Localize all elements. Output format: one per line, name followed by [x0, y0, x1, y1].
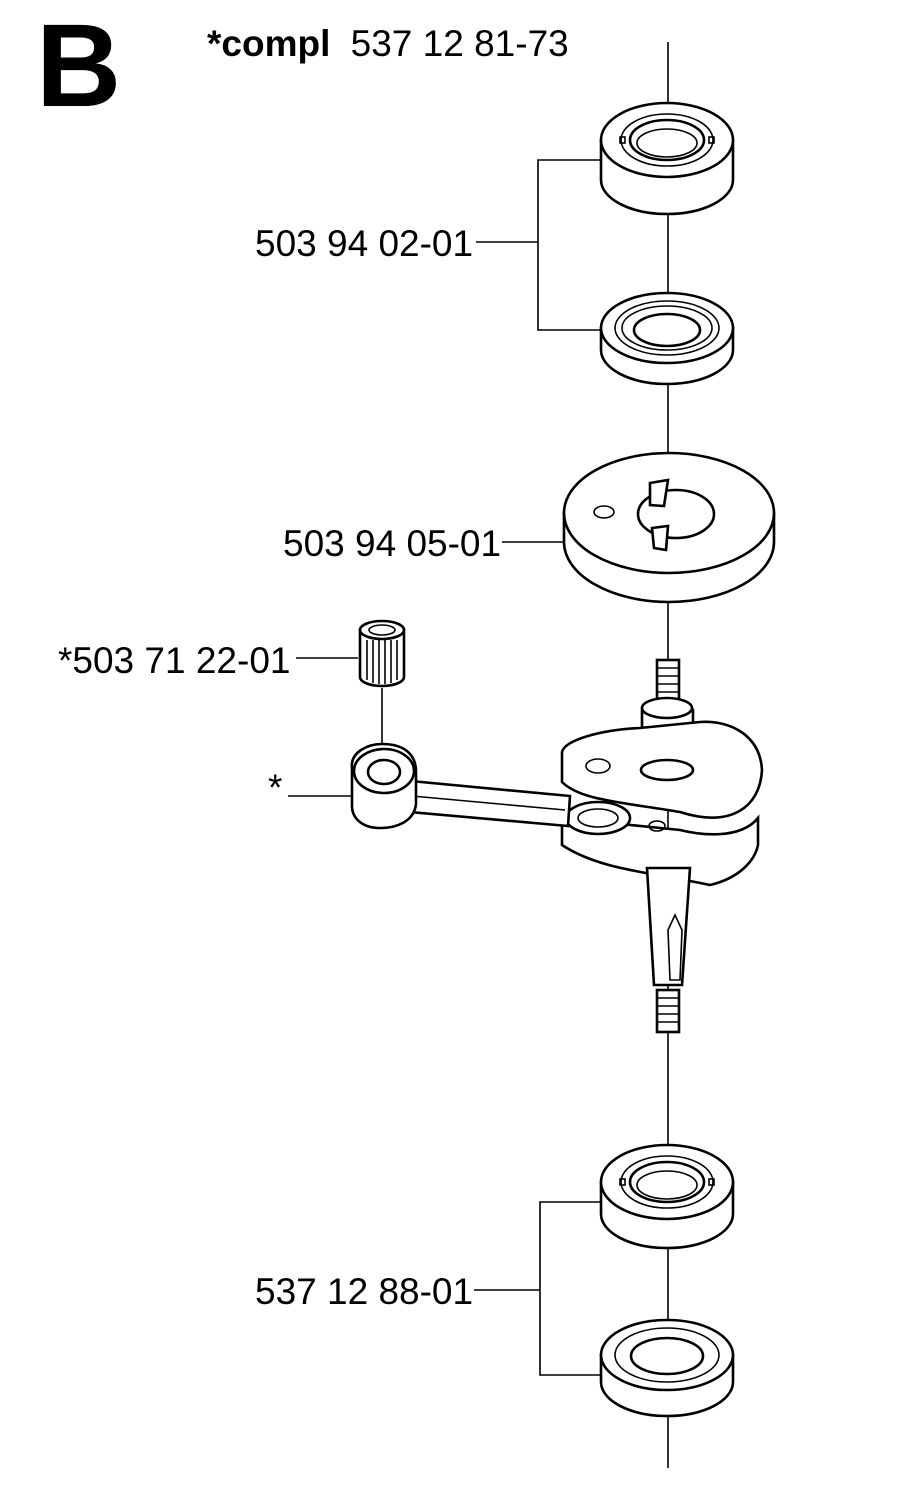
- crankshaft: [560, 658, 764, 1034]
- bottom-bearings-callout: 537 12 88-01: [255, 1201, 601, 1376]
- needle-bearing-label: *503 71 22-01: [58, 640, 290, 681]
- flywheel-disc: [562, 451, 776, 604]
- assembly-number: 537 12 81-73: [351, 23, 569, 64]
- top-bearing-lower: [599, 291, 735, 386]
- top-bearings-callout: 503 94 02-01: [255, 159, 601, 331]
- connecting-rod-label: *: [268, 767, 282, 808]
- top-bearings-label: 503 94 02-01: [255, 223, 473, 264]
- bottom-bearing-lower: [599, 1318, 735, 1418]
- bottom-bearing-upper: [599, 1143, 735, 1250]
- flywheel-disc-label: 503 94 05-01: [283, 523, 501, 564]
- top-bearing-upper: [599, 101, 735, 216]
- section-letter: B: [36, 0, 121, 132]
- flywheel-disc-callout: 503 94 05-01: [283, 523, 564, 564]
- assembly-title: *compl 537 12 81-73: [207, 23, 569, 64]
- connecting-rod: [350, 742, 572, 830]
- bottom-bearings-label: 537 12 88-01: [255, 1271, 473, 1312]
- connecting-rod-callout: *: [268, 767, 352, 808]
- needle-bearing: [358, 619, 406, 688]
- assembly-prefix: *compl: [207, 23, 330, 64]
- needle-bearing-callout: *503 71 22-01: [58, 640, 358, 681]
